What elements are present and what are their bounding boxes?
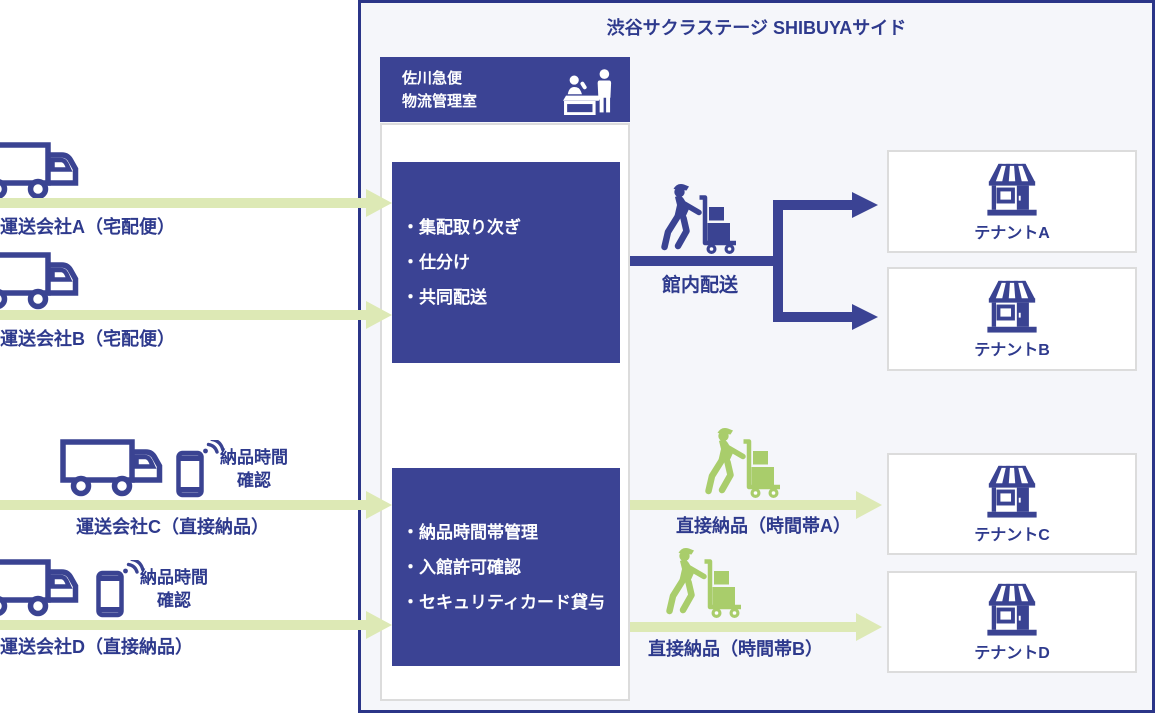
direct-a-label: 直接納品（時間帯A） bbox=[676, 516, 851, 536]
truck-icon bbox=[0, 558, 86, 618]
carrier-c-label: 運送会社C（直接納品） bbox=[76, 517, 269, 537]
carrier-d-label: 運送会社D（直接納品） bbox=[0, 637, 193, 657]
carrier-b-label: 運送会社B（宅配便） bbox=[0, 329, 175, 349]
service-item: ・セキュリティカード貸与 bbox=[402, 592, 605, 612]
arrowhead-carrier-a bbox=[366, 189, 392, 217]
tenant-c-label: テナントC bbox=[974, 527, 1050, 544]
internal-delivery-label: 館内配送 bbox=[662, 275, 739, 296]
arrow-carrier-a bbox=[0, 198, 366, 208]
internal-flow-branch-bar bbox=[773, 200, 783, 322]
tenant-d-box: テナントD bbox=[887, 571, 1137, 673]
office-name-line2: 物流管理室 bbox=[402, 93, 478, 110]
logistics-office-header: 佐川急便 物流管理室 bbox=[380, 57, 630, 122]
carrier-c-note: 納品時間 確認 bbox=[204, 446, 304, 492]
note-line2: 確認 bbox=[237, 471, 271, 490]
service-item: ・納品時間帯管理 bbox=[402, 522, 538, 542]
tenant-c-box: テナントC bbox=[887, 453, 1137, 555]
truck-icon bbox=[0, 141, 86, 201]
arrowhead-carrier-c bbox=[366, 491, 392, 519]
internal-flow-trunk bbox=[630, 256, 783, 266]
carrier-d-note: 納品時間 確認 bbox=[124, 566, 224, 612]
tenant-d-label: テナントD bbox=[974, 645, 1050, 662]
arrowhead-direct-b bbox=[856, 613, 882, 641]
note-line1: 納品時間 bbox=[220, 448, 288, 467]
parcel-services-box: ・集配取り次ぎ ・仕分け ・共同配送 bbox=[392, 162, 620, 363]
tenant-a-box: テナントA bbox=[887, 150, 1137, 253]
arrow-direct-b bbox=[630, 622, 857, 632]
truck-icon bbox=[0, 251, 86, 311]
storefront-icon bbox=[985, 463, 1039, 519]
porter-hand-truck-icon bbox=[702, 426, 786, 500]
arrowhead-tenant-b bbox=[852, 304, 878, 330]
arrowhead-carrier-d bbox=[366, 611, 392, 639]
arrow-direct-a bbox=[630, 500, 857, 510]
service-item: ・共同配送 bbox=[402, 288, 487, 307]
arrowhead-direct-a bbox=[856, 491, 882, 519]
service-item: ・仕分け bbox=[402, 253, 470, 272]
arrowhead-carrier-b bbox=[366, 301, 392, 329]
internal-flow-branch-bottom bbox=[773, 312, 853, 322]
reception-counter-icon bbox=[561, 67, 613, 115]
truck-icon bbox=[60, 438, 170, 498]
diagram-title: 渋谷サクラステージ SHIBUYAサイド bbox=[606, 18, 907, 38]
tenant-a-label: テナントA bbox=[974, 224, 1050, 242]
carrier-a-label: 運送会社A（宅配便） bbox=[0, 217, 175, 237]
note-line1: 納品時間 bbox=[140, 568, 208, 587]
porter-hand-truck-icon bbox=[658, 182, 742, 256]
service-item: ・入館許可確認 bbox=[402, 557, 521, 577]
storefront-icon bbox=[985, 278, 1039, 334]
direct-services-box: ・納品時間帯管理 ・入館許可確認 ・セキュリティカード貸与 bbox=[392, 468, 620, 666]
direct-b-label: 直接納品（時間帯B） bbox=[648, 639, 823, 659]
office-name-line1: 佐川急便 bbox=[402, 70, 463, 87]
porter-hand-truck-icon bbox=[663, 546, 747, 620]
storefront-icon bbox=[985, 581, 1039, 637]
service-item: ・集配取り次ぎ bbox=[402, 218, 521, 237]
note-line2: 確認 bbox=[157, 591, 191, 610]
arrow-carrier-b bbox=[0, 310, 366, 320]
storefront-icon bbox=[985, 161, 1039, 217]
tenant-b-box: テナントB bbox=[887, 267, 1137, 371]
internal-flow-branch-top bbox=[773, 200, 853, 210]
arrow-carrier-c bbox=[0, 500, 366, 510]
tenant-b-label: テナントB bbox=[974, 342, 1050, 359]
arrowhead-tenant-a bbox=[852, 192, 878, 218]
arrow-carrier-d bbox=[0, 620, 366, 630]
